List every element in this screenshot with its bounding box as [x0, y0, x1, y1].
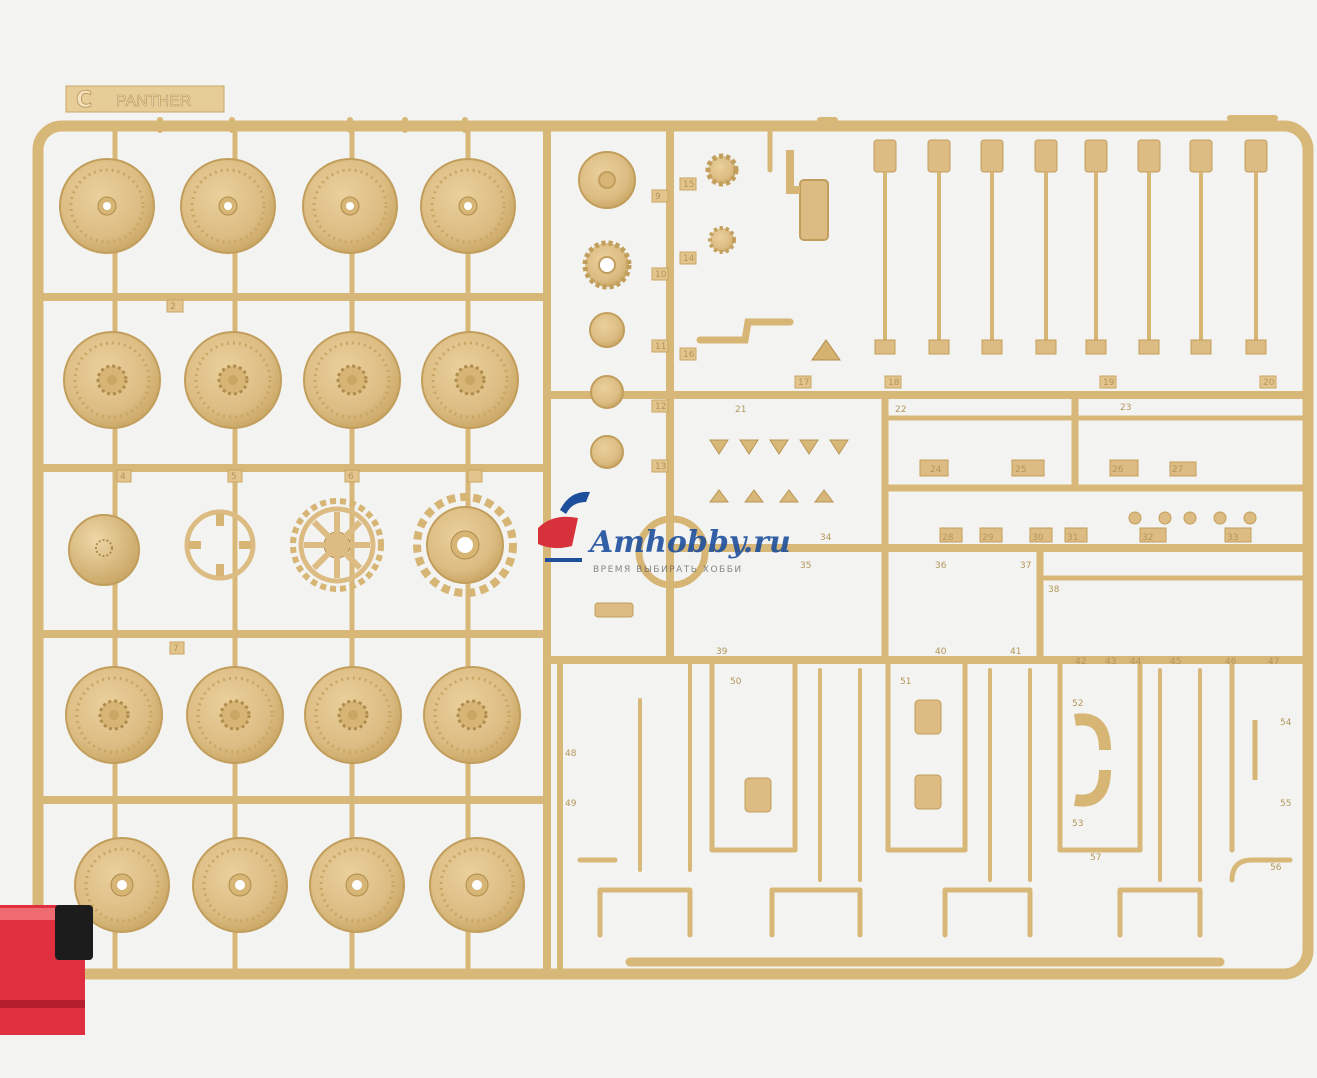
elbow-part — [786, 150, 829, 241]
part-number-label: 16 — [683, 350, 695, 360]
part-number-label: 23 — [1120, 403, 1131, 413]
part-number-label: 7 — [173, 644, 179, 654]
part-number-label: 5 — [231, 472, 237, 482]
part-number-label: 22 — [895, 405, 906, 415]
part-number-label: 47 — [1268, 657, 1279, 667]
watermark-slogan: ВРЕМЯ ВЫБИРАТЬ ХОББИ — [593, 565, 743, 575]
crank-part — [696, 318, 794, 344]
part-number-label: 54 — [1280, 718, 1292, 728]
part-number-label: 37 — [1020, 561, 1031, 571]
road-wheel — [304, 666, 402, 764]
road-wheel-row-3 — [65, 666, 521, 764]
part-number-label: 10 — [655, 270, 667, 280]
road-wheel-row-4 — [74, 837, 525, 933]
part-number-label: 40 — [935, 647, 947, 657]
part-number-label: 33 — [1227, 533, 1238, 543]
sprocket-wheel — [290, 498, 384, 592]
red-clamp — [0, 905, 93, 1035]
road-wheel — [192, 837, 288, 933]
road-wheel — [429, 837, 525, 933]
part-number-label: 9 — [655, 192, 661, 202]
part-number-label: 2 — [170, 302, 176, 312]
watermark: Amhobby.ru ВРЕМЯ ВЫБИРАТЬ ХОББИ — [538, 491, 791, 575]
part-number-label: 19 — [1103, 378, 1115, 388]
part-number-label: 42 — [1075, 657, 1086, 667]
part-number-label: 51 — [900, 677, 911, 687]
road-wheel — [186, 666, 284, 764]
road-wheel — [59, 158, 155, 254]
part-number-tabs — [116, 177, 1277, 655]
spade-parts — [709, 439, 849, 503]
ring-part — [635, 515, 709, 589]
road-wheel — [421, 331, 519, 429]
part-number-label: 11 — [655, 342, 666, 352]
part-number-label: 26 — [1112, 465, 1124, 475]
road-wheel — [309, 837, 405, 933]
road-wheel — [180, 158, 276, 254]
drive-parts-row — [68, 493, 517, 597]
sprocket-hub — [413, 493, 517, 597]
part-number-label: 27 — [1172, 465, 1183, 475]
part-number-label: 32 — [1142, 533, 1153, 543]
part-number-label: 41 — [1010, 647, 1021, 657]
small-discs — [578, 151, 739, 469]
part-number-label: 20 — [1263, 378, 1275, 388]
road-wheel — [184, 331, 282, 429]
road-wheel — [63, 331, 161, 429]
sprue-name: PANTHER — [116, 93, 191, 110]
part-number-label: 43 — [1105, 657, 1116, 667]
part-number-label: 31 — [1067, 533, 1078, 543]
part-number-label: 28 — [942, 533, 954, 543]
part-number-label: 46 — [1225, 657, 1237, 667]
part-number-label: 49 — [565, 799, 577, 809]
part-number-label: 53 — [1072, 819, 1083, 829]
road-wheel — [65, 666, 163, 764]
chair-logo-icon — [538, 491, 590, 562]
part-number-label: 55 — [1280, 799, 1291, 809]
part-number-label: 50 — [730, 677, 742, 687]
road-wheel-row-2 — [63, 331, 519, 429]
bracket-part — [811, 339, 841, 361]
fittings — [919, 459, 1257, 543]
part-number-label: 21 — [735, 405, 746, 415]
part-number-label: 24 — [930, 465, 942, 475]
road-wheel — [423, 666, 521, 764]
wheel-ring — [184, 509, 256, 581]
watermark-brand: Amhobby.ru — [587, 525, 791, 560]
part-number-label: 6 — [348, 472, 354, 482]
lower-parts — [594, 602, 1258, 813]
part-number-label: 52 — [1072, 699, 1083, 709]
sprue-letter: C — [76, 88, 92, 113]
sprue-tag: C PANTHER — [65, 85, 225, 113]
part-number-label: 45 — [1170, 657, 1181, 667]
part-number-label: 15 — [683, 180, 694, 190]
part-number-label: 34 — [820, 533, 832, 543]
part-number-label: 39 — [716, 647, 728, 657]
part-number-label: 25 — [1015, 465, 1026, 475]
part-number-label: 36 — [935, 561, 947, 571]
part-number-label: 13 — [655, 462, 666, 472]
road-wheel — [303, 331, 401, 429]
road-wheel — [302, 158, 398, 254]
part-number-label: 56 — [1270, 863, 1282, 873]
part-number-label: 4 — [120, 472, 126, 482]
road-wheel-row-1 — [59, 158, 516, 254]
part-number-label: 30 — [1032, 533, 1044, 543]
part-number-label: 57 — [1090, 853, 1101, 863]
part-number-label: 29 — [982, 533, 994, 543]
part-number-label: 48 — [565, 749, 577, 759]
part-number-label: 12 — [655, 402, 666, 412]
part-number-label: 38 — [1048, 585, 1060, 595]
road-wheel — [74, 837, 170, 933]
part-number-label: 17 — [798, 378, 809, 388]
part-number-label: 44 — [1130, 657, 1142, 667]
part-number-label: 18 — [888, 378, 900, 388]
part-number-label: 14 — [683, 254, 695, 264]
part-number-label: 35 — [800, 561, 811, 571]
road-wheel — [420, 158, 516, 254]
hanging-rods — [873, 139, 1268, 355]
hub-dome — [68, 514, 140, 586]
